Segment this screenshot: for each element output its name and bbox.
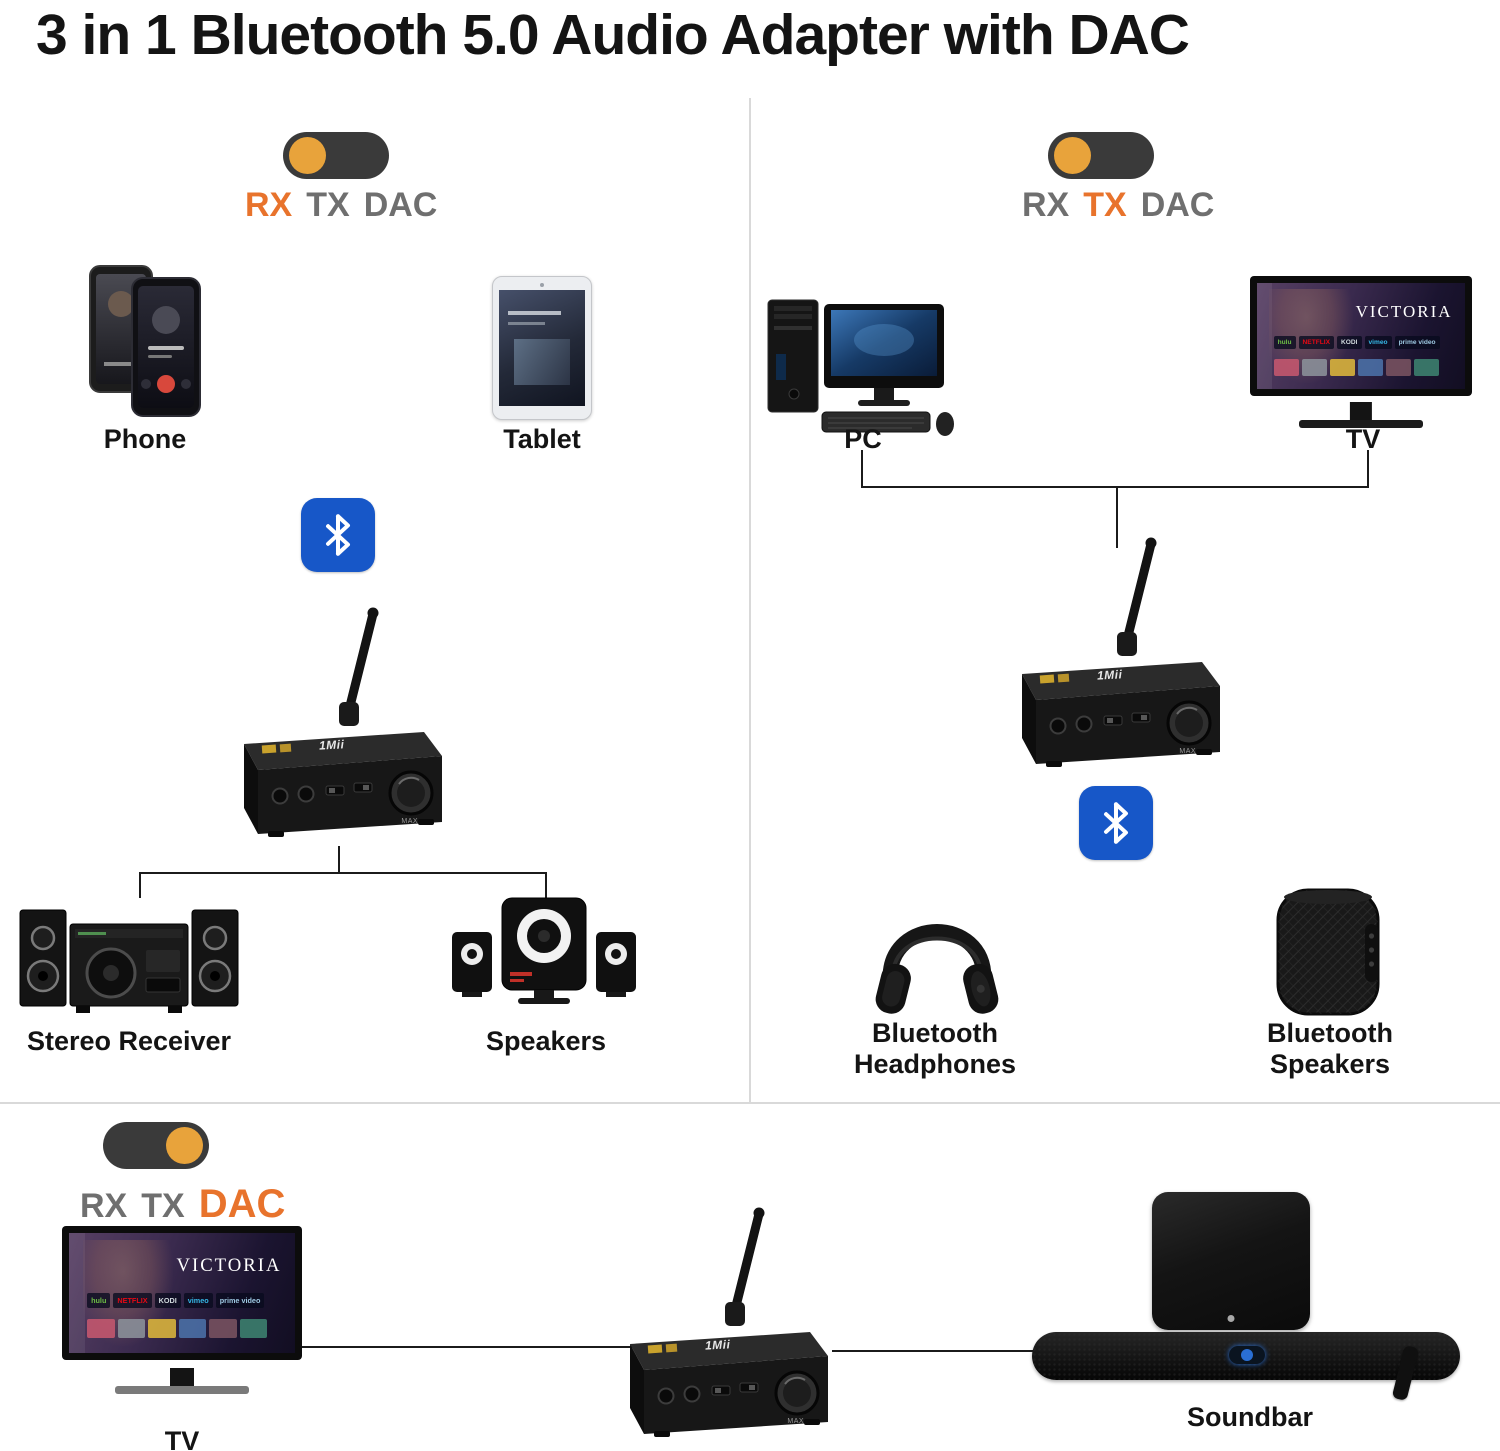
tv-screen: VICTORIA hulu NETFLIX KODI vimeo prime v… xyxy=(69,1233,295,1353)
netflix-app-badge: NETFLIX xyxy=(1298,336,1335,349)
adapter-illustration-rx: 1Mii MAX xyxy=(222,598,452,848)
tv-stand-base xyxy=(1298,420,1424,428)
connector-line xyxy=(338,846,340,874)
mode-tx-label: TX xyxy=(141,1187,185,1225)
soundbar-label: Soundbar xyxy=(1187,1402,1313,1432)
bluetooth-speaker-illustration xyxy=(1276,888,1380,1016)
page-title: 3 in 1 Bluetooth 5.0 Audio Adapter with … xyxy=(36,3,1190,67)
tv-thumbnail-row xyxy=(87,1319,268,1339)
vertical-divider xyxy=(749,98,751,1102)
tv-label: TV xyxy=(1345,424,1381,454)
connector-line xyxy=(1367,450,1369,488)
adapter-illustration-tx: 1Mii MAX xyxy=(1000,528,1230,778)
stereo-receiver-label: Stereo Receiver xyxy=(26,1026,232,1056)
tv-screen-title: VICTORIA xyxy=(1355,302,1453,322)
mode-labels-dac: RX TX DAC xyxy=(80,1182,285,1227)
hulu-app-badge: hulu xyxy=(87,1293,111,1308)
mode-dac-label: DAC xyxy=(1140,186,1215,224)
prime-video-app-badge: prime video xyxy=(1394,336,1440,349)
connector-line xyxy=(861,450,863,488)
adapter-knob-label: MAX xyxy=(1179,748,1197,755)
mode-rx-label: RX xyxy=(80,1187,128,1225)
tablet-label: Tablet xyxy=(503,424,581,454)
vimeo-app-badge: vimeo xyxy=(1364,336,1392,349)
tablet-camera-icon xyxy=(540,283,544,287)
connector-line xyxy=(1116,486,1118,548)
mode-toggle-tx xyxy=(1048,132,1154,179)
subwoofer-logo-icon xyxy=(1227,1315,1235,1322)
mode-dac-label: DAC xyxy=(198,1182,286,1226)
tv-illustration: VICTORIA hulu NETFLIX KODI vimeo prime v… xyxy=(62,1226,302,1394)
bluetooth-headphones-illustration xyxy=(875,924,999,1014)
horizontal-divider xyxy=(0,1102,1500,1104)
bluetooth-speakers-label-line2: Speakers xyxy=(1269,1049,1391,1079)
mode-labels-rx: RX TX DAC xyxy=(245,186,437,225)
tv-screen-title: VICTORIA xyxy=(176,1254,282,1276)
pc-label: PC xyxy=(844,424,882,454)
tv-thumbnail-row xyxy=(1273,359,1439,377)
speakers-illustration xyxy=(452,897,636,1004)
tv-stand-base xyxy=(114,1386,250,1394)
tablet-illustration xyxy=(492,276,592,420)
vimeo-app-badge: vimeo xyxy=(183,1293,213,1308)
mode-rx-label: RX xyxy=(1022,186,1070,224)
mode-toggle-dac xyxy=(103,1122,209,1169)
adapter-illustration-dac: 1Mii MAX xyxy=(608,1198,838,1448)
kodi-app-badge: KODI xyxy=(1337,336,1362,349)
tv-app-row: hulu NETFLIX KODI vimeo prime video xyxy=(1273,336,1440,349)
adapter-knob-label: MAX xyxy=(787,1418,805,1425)
phone-label: Phone xyxy=(103,424,187,454)
soundbar-illustration xyxy=(1032,1332,1460,1380)
mode-rx-label: RX xyxy=(245,186,293,224)
tv-app-row: hulu NETFLIX KODI vimeo prime video xyxy=(87,1293,265,1308)
bluetooth-headphones-label: Bluetooth Headphones xyxy=(805,1018,1065,1080)
tv-screen: VICTORIA hulu NETFLIX KODI vimeo prime v… xyxy=(1257,283,1465,389)
adapter-knob-label: MAX xyxy=(401,818,419,825)
bluetooth-icon xyxy=(301,498,375,572)
connector-line xyxy=(302,1346,646,1348)
mode-tx-label: TX xyxy=(1083,186,1127,224)
connector-line xyxy=(139,872,547,874)
adapter-brand-logo: 1Mii xyxy=(318,737,345,753)
connector-line xyxy=(832,1350,1044,1352)
pc-illustration xyxy=(767,299,954,436)
bluetooth-speakers-label-line1: Bluetooth xyxy=(1267,1018,1393,1048)
tablet-screen xyxy=(499,290,585,406)
toggle-knob-icon xyxy=(1054,137,1091,174)
bluetooth-icon xyxy=(1079,786,1153,860)
bluetooth-headphones-label-line2: Headphones xyxy=(853,1049,1017,1079)
toggle-knob-icon xyxy=(166,1127,203,1164)
adapter-brand-logo: 1Mii xyxy=(1096,667,1123,683)
mode-dac-label: DAC xyxy=(363,186,438,224)
adapter-brand-logo: 1Mii xyxy=(704,1337,731,1353)
soundbar-display xyxy=(1228,1346,1265,1365)
netflix-app-badge: NETFLIX xyxy=(113,1293,152,1308)
mode-tx-label: TX xyxy=(306,186,350,224)
mode-toggle-rx xyxy=(283,132,389,179)
mode-labels-tx: RX TX DAC xyxy=(1022,186,1214,225)
tv-illustration: VICTORIA hulu NETFLIX KODI vimeo prime v… xyxy=(1250,276,1472,428)
connector-line xyxy=(139,872,141,898)
tv-stand xyxy=(170,1368,194,1386)
bluetooth-speakers-label: Bluetooth Speakers xyxy=(1230,1018,1430,1080)
connector-line xyxy=(545,872,547,900)
stereo-receiver-illustration xyxy=(19,909,239,1013)
toggle-knob-icon xyxy=(289,137,326,174)
kodi-app-badge: KODI xyxy=(154,1293,181,1308)
speakers-label: Speakers xyxy=(485,1026,607,1056)
phone-illustration xyxy=(89,265,201,417)
soundbar-display-icon xyxy=(1240,1349,1253,1362)
prime-video-app-badge: prime video xyxy=(215,1293,265,1308)
tv-stand xyxy=(1349,402,1373,420)
tv-label: TV xyxy=(164,1426,200,1451)
subwoofer-illustration xyxy=(1152,1192,1310,1330)
bluetooth-headphones-label-line1: Bluetooth xyxy=(872,1018,998,1048)
hulu-app-badge: hulu xyxy=(1273,336,1296,349)
connector-line xyxy=(861,486,1369,488)
